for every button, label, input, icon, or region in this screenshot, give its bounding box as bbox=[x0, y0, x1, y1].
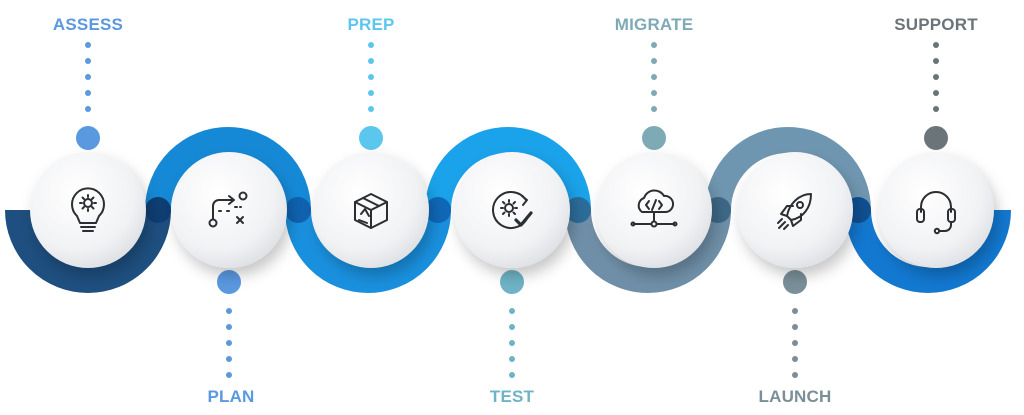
connector-knob bbox=[76, 126, 100, 150]
ribbon-arc-7 bbox=[845, 209, 1011, 293]
connector-plan bbox=[217, 270, 241, 378]
ribbon-arcs bbox=[5, 127, 1011, 293]
step-connectors bbox=[76, 42, 948, 378]
ribbon-arc-5 bbox=[565, 209, 731, 293]
connector-launch bbox=[783, 270, 807, 378]
step-label-assess: ASSESS bbox=[53, 15, 123, 34]
strategy-path-icon bbox=[208, 191, 248, 228]
ribbon-arc-6 bbox=[705, 127, 871, 211]
ribbon-arc-2 bbox=[145, 127, 311, 211]
ribbon-joint bbox=[565, 197, 591, 223]
connector-knob bbox=[924, 126, 948, 150]
gear-check-icon bbox=[492, 191, 533, 229]
ribbon-joint bbox=[425, 197, 451, 223]
step-label-prep: PREP bbox=[347, 15, 394, 34]
connector-knob bbox=[217, 270, 241, 294]
step-label-test: TEST bbox=[490, 387, 535, 406]
step-circle-migrate bbox=[596, 152, 712, 268]
step-label-migrate: MIGRATE bbox=[615, 15, 694, 34]
connector-assess bbox=[76, 42, 100, 150]
step-circle-support bbox=[878, 152, 994, 268]
step-label-support: SUPPORT bbox=[894, 15, 978, 34]
ribbon-joint bbox=[145, 197, 171, 223]
step-labels: ASSESS PLAN PREP TEST MIGRATE LAUNCH SUP… bbox=[53, 15, 978, 406]
headset-icon bbox=[916, 191, 956, 235]
connector-migrate bbox=[642, 42, 666, 150]
package-box-icon bbox=[354, 193, 388, 229]
connector-knob bbox=[500, 270, 524, 294]
step-circle-launch bbox=[737, 152, 853, 268]
connector-support bbox=[924, 42, 948, 150]
connector-test bbox=[500, 270, 524, 378]
connector-knob bbox=[783, 270, 807, 294]
connector-prep bbox=[359, 42, 383, 150]
rocket-icon bbox=[777, 193, 812, 230]
ribbon-arc-1 bbox=[5, 209, 171, 293]
cloud-code-icon bbox=[630, 189, 678, 228]
step-label-launch: LAUNCH bbox=[759, 387, 832, 406]
connector-knob bbox=[642, 126, 666, 150]
step-label-plan: PLAN bbox=[207, 387, 254, 406]
connector-knob bbox=[359, 126, 383, 150]
ribbon-arc-3 bbox=[285, 209, 451, 293]
ribbon-joint bbox=[285, 197, 311, 223]
lightbulb-gear-icon bbox=[71, 187, 105, 232]
ribbon-arc-4 bbox=[425, 127, 591, 211]
